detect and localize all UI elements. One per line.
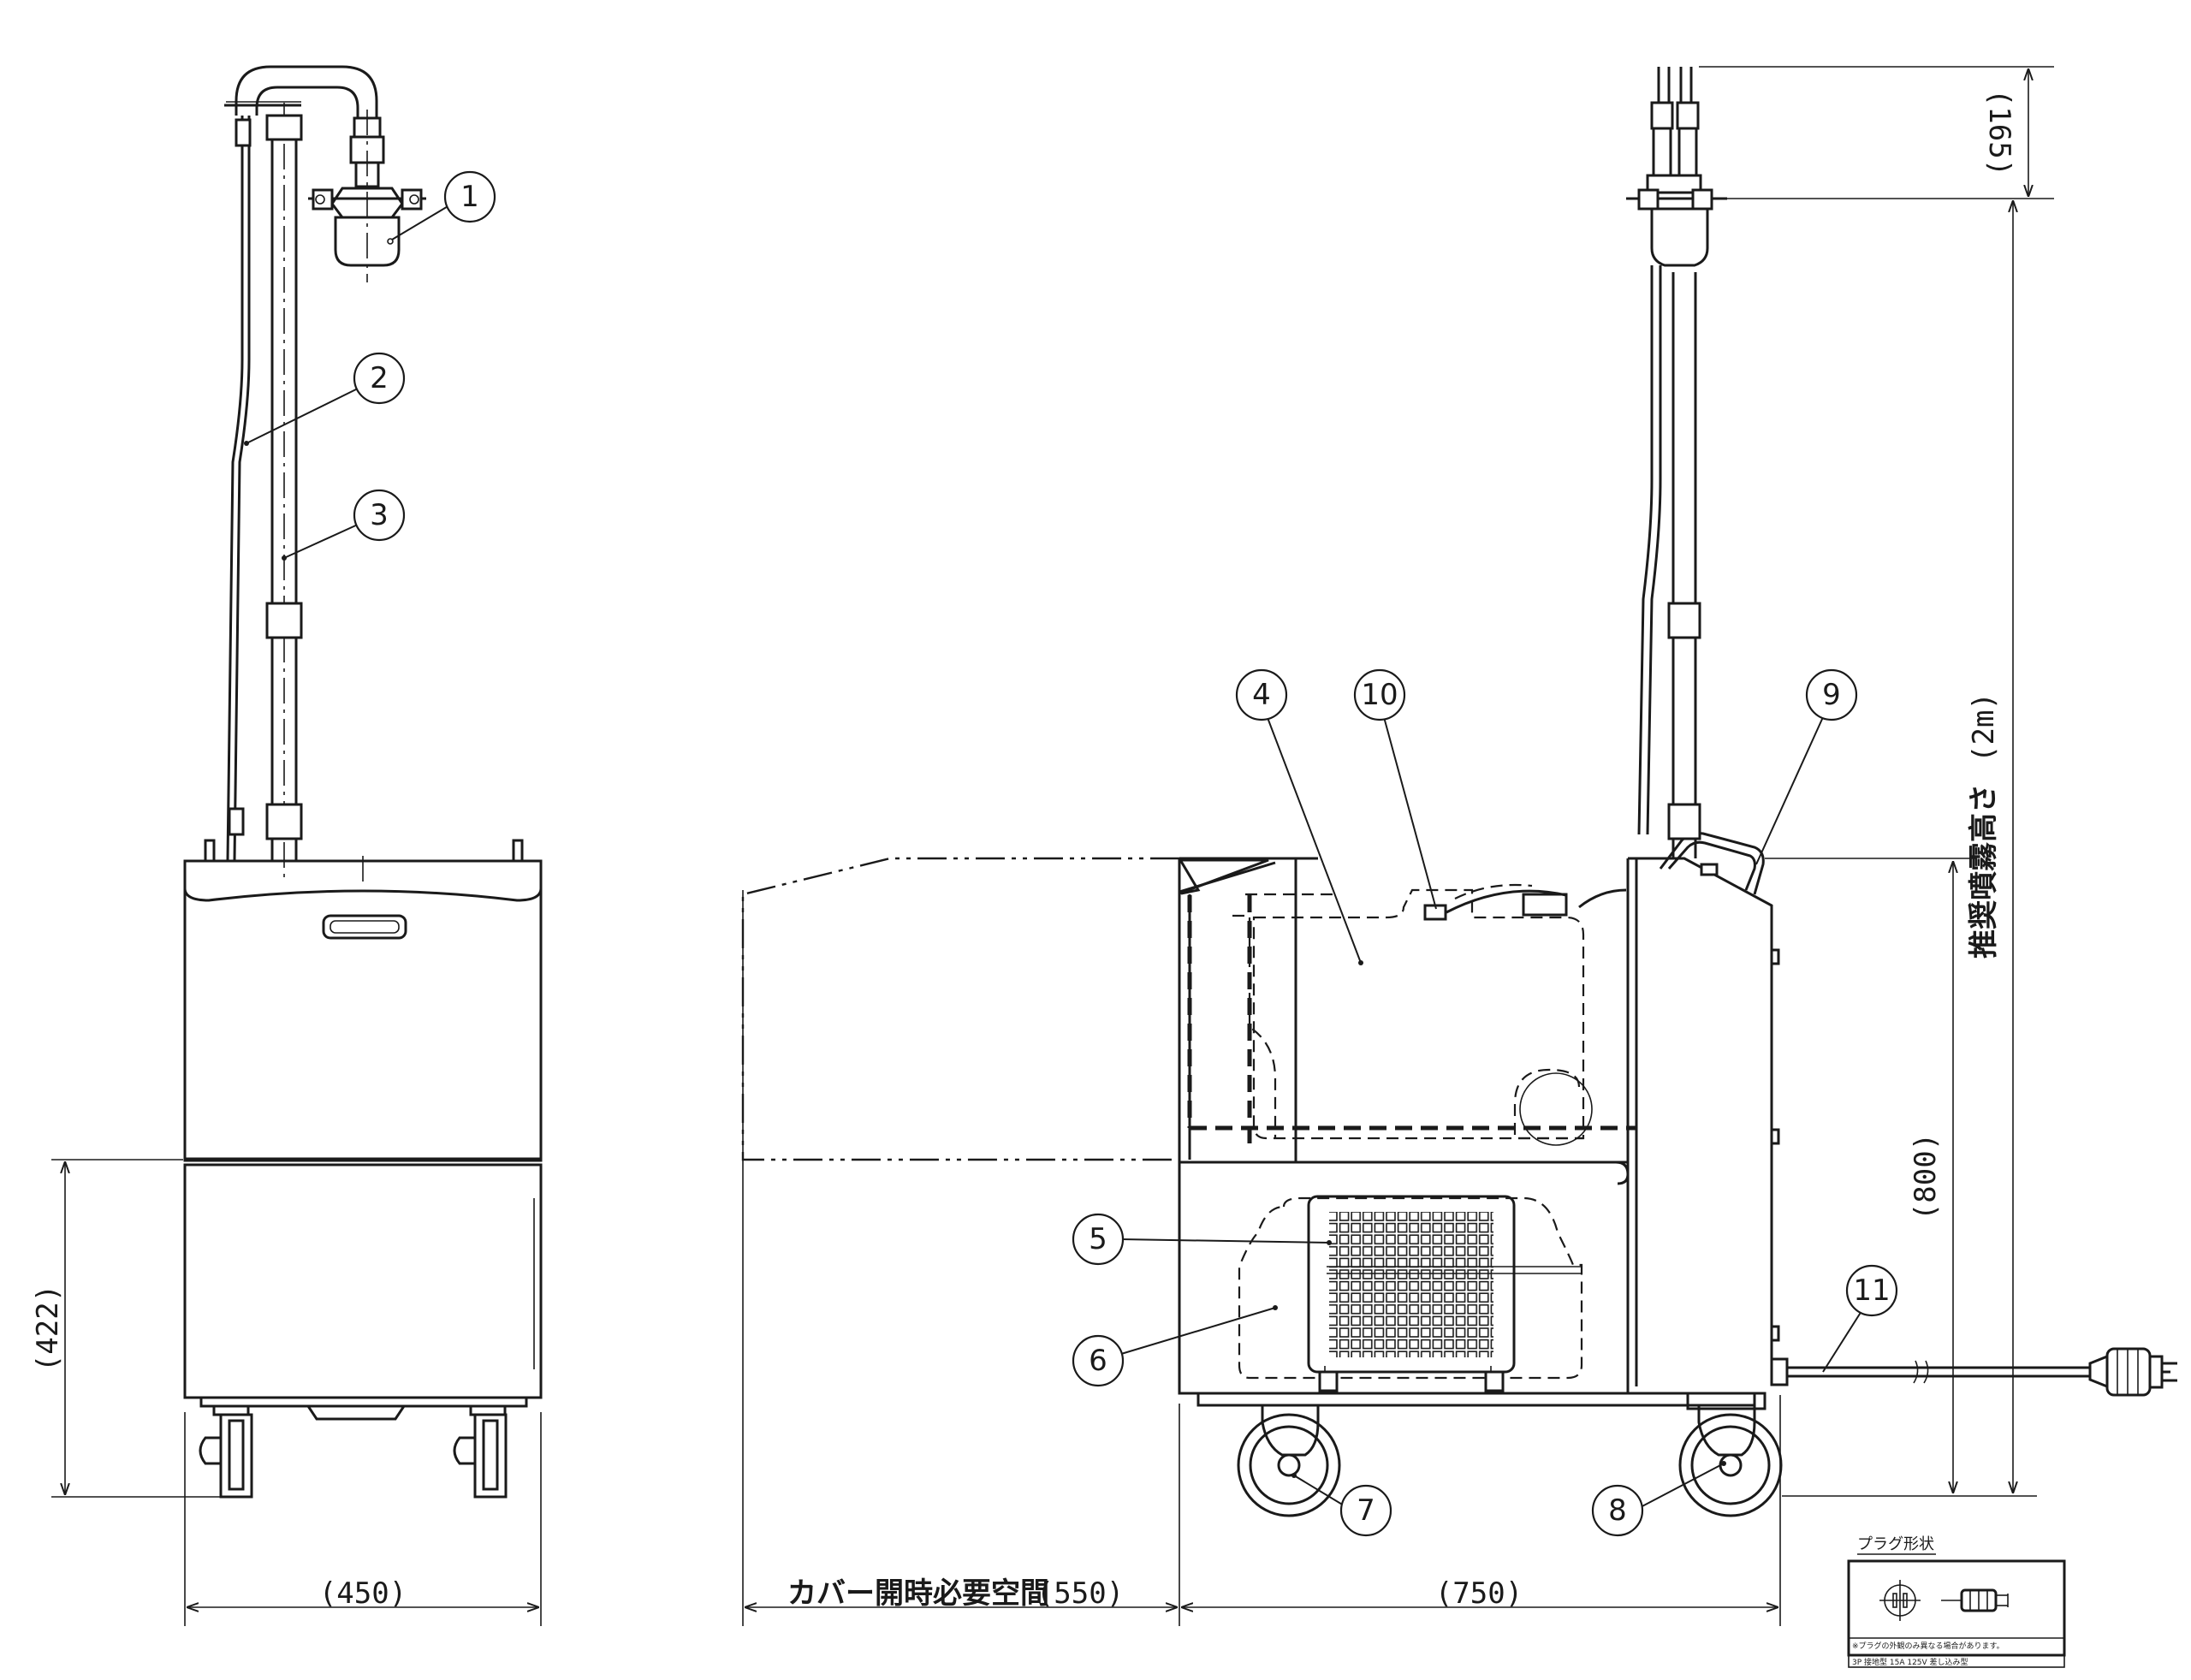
callout-8: 8: [1591, 1484, 1644, 1537]
callout-7: 7: [1339, 1484, 1392, 1537]
plug-shape-box: プラグ形状 ※プラグの外観のみ異なる場合があります。 3P 接地型 15A 12…: [1847, 1535, 2066, 1668]
side-callouts: 4 10 9 5 6 7: [1072, 668, 1898, 1537]
svg-text:6: 6: [1089, 1344, 1107, 1378]
front-pole: [265, 103, 303, 882]
callout-9: 9: [1805, 668, 1858, 721]
side-cabinet-lower: [1178, 1161, 1763, 1407]
callout-10: 10: [1353, 668, 1406, 721]
svg-text:5: 5: [1089, 1222, 1107, 1256]
front-cabinet: [183, 839, 543, 1399]
side-cabinet-upper: [1178, 857, 1636, 1164]
dim-side-depth: (750): [1435, 1576, 1523, 1611]
svg-text:8: 8: [1608, 1493, 1627, 1528]
dim-top-head: (165): [1982, 89, 2016, 176]
svg-text:7: 7: [1357, 1493, 1375, 1528]
dim-spray-height: (2m): [1967, 692, 2001, 763]
callout-3: 3: [353, 489, 406, 542]
spray-height-label: 推奨噴霧高さ: [1967, 784, 2001, 959]
side-tank: [1232, 883, 1627, 1146]
dim-front-width: (450): [319, 1576, 407, 1611]
side-control-housing: [1617, 832, 1789, 1386]
callout-1: 1: [443, 170, 496, 223]
svg-text:10: 10: [1361, 678, 1398, 712]
svg-text:9: 9: [1822, 678, 1841, 712]
svg-text:4: 4: [1252, 678, 1271, 712]
plug-box-note: ※プラグの外観のみ異なる場合があります。: [1852, 1641, 2004, 1651]
side-power-cord: [1787, 1347, 2177, 1397]
side-dimensions: カバー開時必要空間 (550) (750) (165) 推奨噴霧高さ (2m) …: [742, 66, 2054, 1626]
side-casters: [1237, 1392, 1783, 1517]
side-view: [741, 67, 2177, 1517]
callout-2: 2: [353, 352, 406, 405]
callout-6: 6: [1072, 1334, 1125, 1387]
svg-text:1: 1: [460, 180, 479, 214]
plug-face-icon: [1879, 1580, 1921, 1621]
dim-body-height: (800): [1909, 1133, 1943, 1220]
front-callouts: 1 2 3: [244, 170, 496, 561]
callout-5: 5: [1072, 1213, 1125, 1266]
callout-11: 11: [1845, 1264, 1898, 1317]
spray-height-group: 推奨噴霧高さ (2m): [1967, 692, 2001, 959]
front-thin-hose: [226, 116, 252, 861]
plug-box-spec: 3P 接地型 15A 125V 差し込み型: [1852, 1657, 1968, 1667]
front-view: [183, 65, 543, 1499]
front-nozzle: [308, 110, 426, 282]
svg-text:2: 2: [370, 361, 389, 395]
front-base: [199, 856, 528, 1499]
side-nozzle-head: [1626, 67, 1727, 267]
cover-space-label: カバー開時必要空間: [787, 1576, 1049, 1611]
dim-front-height: (422): [31, 1285, 65, 1372]
svg-text:3: 3: [370, 498, 389, 532]
plug-side-icon: [1941, 1588, 2009, 1612]
open-cover-phantom: [741, 857, 1179, 1161]
callout-4: 4: [1235, 668, 1288, 721]
dim-cover-space: (550): [1036, 1576, 1124, 1611]
front-dimensions: (450) (422): [31, 1159, 542, 1626]
side-pole: [1637, 265, 1701, 858]
plug-box-title: プラグ形状: [1857, 1535, 1934, 1553]
front-hose-bend: [224, 65, 378, 120]
svg-text:11: 11: [1853, 1273, 1890, 1308]
